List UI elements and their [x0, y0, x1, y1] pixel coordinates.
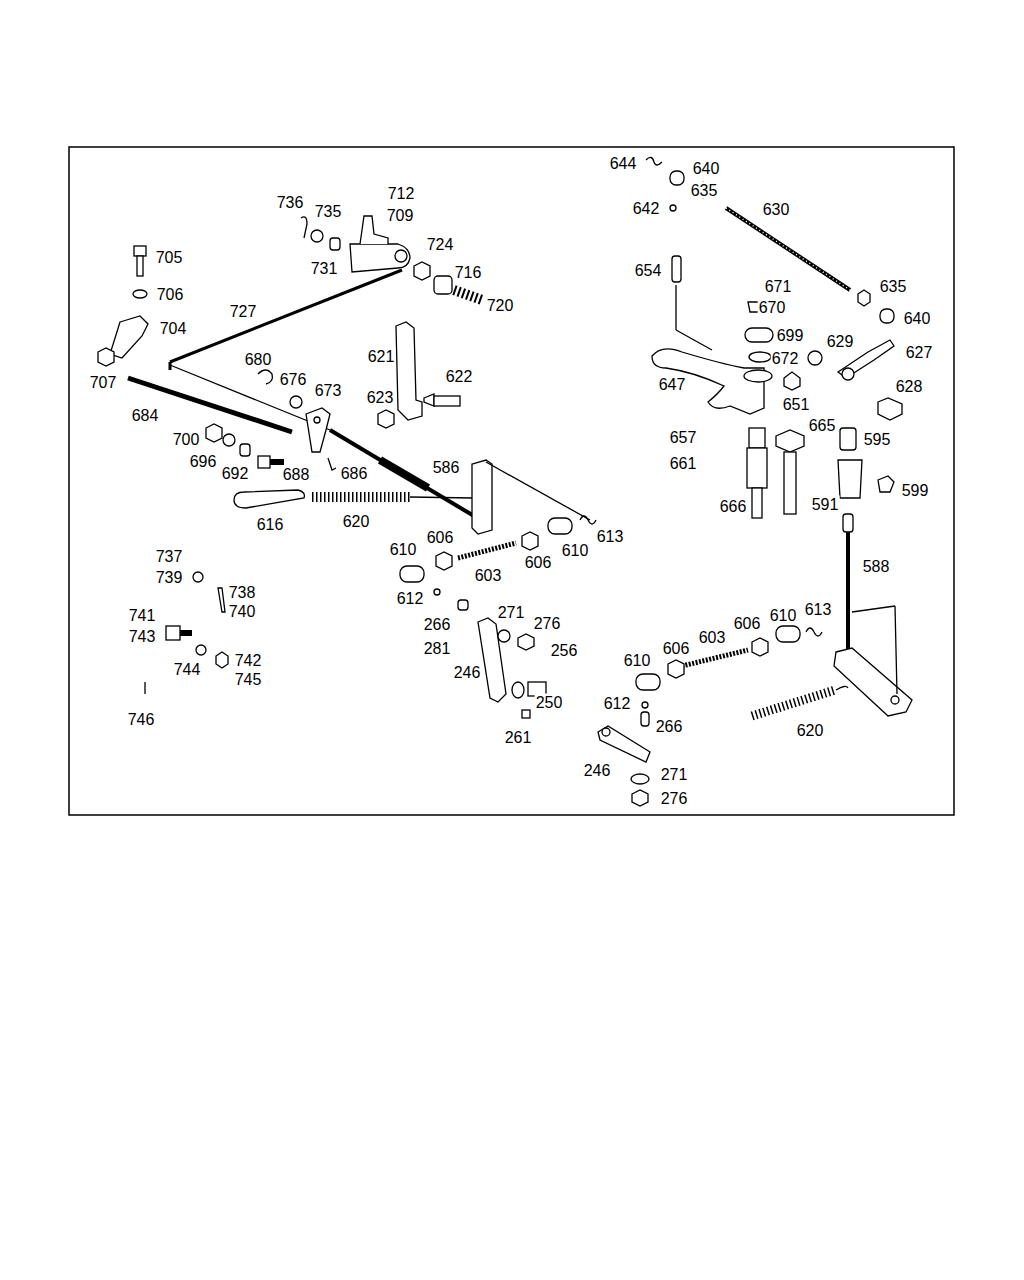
callout-number: 736 — [276, 194, 305, 211]
callout-number: 603 — [474, 567, 503, 584]
callout-number: 246 — [583, 762, 612, 779]
callout-number: 644 — [609, 155, 638, 172]
callout-number: 276 — [533, 615, 562, 632]
callout-number: 731 — [310, 260, 339, 277]
callout-number: 680 — [244, 351, 273, 368]
callout-number: 266 — [655, 718, 684, 735]
callout-number: 623 — [366, 389, 395, 406]
callout-number: 613 — [596, 528, 625, 545]
callout-number: 665 — [808, 417, 837, 434]
callout-number: 261 — [504, 729, 533, 746]
callout-number: 657 — [669, 429, 698, 446]
callout-number: 700 — [172, 431, 201, 448]
callout-number: 642 — [632, 200, 661, 217]
callout-number: 745 — [234, 671, 263, 688]
callout-number: 712 — [387, 185, 416, 202]
callout-number: 741 — [128, 607, 157, 624]
callout-number: 635 — [690, 182, 719, 199]
callout-number: 629 — [826, 333, 855, 350]
callout-number: 704 — [159, 320, 188, 337]
callout-number: 673 — [314, 382, 343, 399]
callout-number: 595 — [863, 431, 892, 448]
callout-number: 635 — [879, 278, 908, 295]
callout-number: 610 — [769, 607, 798, 624]
callout-number: 606 — [524, 554, 553, 571]
callout-number: 588 — [862, 558, 891, 575]
callout-number: 603 — [698, 629, 727, 646]
callout-number: 256 — [550, 642, 579, 659]
callout-number: 707 — [89, 374, 118, 391]
callout-number: 276 — [660, 790, 689, 807]
callout-number: 627 — [905, 344, 934, 361]
callout-number: 271 — [660, 766, 689, 783]
callout-number: 676 — [279, 371, 308, 388]
callout-number: 688 — [282, 466, 311, 483]
callout-number: 606 — [733, 615, 762, 632]
callout-number: 620 — [342, 513, 371, 530]
callout-number: 706 — [156, 286, 185, 303]
callout-number: 735 — [314, 203, 343, 220]
callout-number: 647 — [658, 376, 687, 393]
callout-number: 271 — [497, 604, 526, 621]
callout-number: 628 — [895, 378, 924, 395]
callout-number: 266 — [423, 616, 452, 633]
callout-number: 746 — [127, 711, 156, 728]
callout-number: 610 — [561, 542, 590, 559]
callout-number: 610 — [623, 652, 652, 669]
callout-number: 621 — [367, 348, 396, 365]
callout-number: 250 — [535, 694, 564, 711]
callout-number: 661 — [669, 455, 698, 472]
callout-number: 742 — [234, 652, 263, 669]
callout-number: 606 — [662, 640, 691, 657]
callout-number: 740 — [228, 603, 257, 620]
callout-number: 612 — [396, 590, 425, 607]
callout-number: 709 — [386, 207, 415, 224]
callout-number: 692 — [221, 465, 250, 482]
right-assembly — [598, 157, 912, 806]
callout-number: 727 — [229, 303, 258, 320]
callout-number: 739 — [155, 569, 184, 586]
callout-number: 666 — [719, 498, 748, 515]
callout-number: 670 — [758, 299, 787, 316]
callout-number: 640 — [903, 310, 932, 327]
callout-number: 737 — [155, 548, 184, 565]
callout-number: 612 — [603, 695, 632, 712]
callout-number: 630 — [762, 201, 791, 218]
callout-number: 591 — [811, 496, 840, 513]
callout-number: 246 — [453, 664, 482, 681]
callout-number: 622 — [445, 368, 474, 385]
callout-number: 651 — [782, 396, 811, 413]
callout-number: 744 — [173, 661, 202, 678]
callout-number: 696 — [189, 453, 218, 470]
callout-number: 684 — [131, 407, 160, 424]
callout-number: 705 — [155, 249, 184, 266]
callout-number: 686 — [340, 465, 369, 482]
callout-number: 716 — [454, 264, 483, 281]
callout-number: 620 — [796, 722, 825, 739]
callout-number: 606 — [426, 529, 455, 546]
left-assembly — [98, 216, 596, 718]
callout-number: 720 — [486, 297, 515, 314]
frame — [69, 147, 954, 815]
callout-number: 616 — [256, 516, 285, 533]
callout-number: 613 — [804, 601, 833, 618]
callout-number: 640 — [692, 160, 721, 177]
callout-number: 671 — [764, 278, 793, 295]
callout-number: 743 — [128, 628, 157, 645]
callout-number: 672 — [771, 350, 800, 367]
callout-number: 586 — [432, 459, 461, 476]
callout-number: 738 — [228, 584, 257, 601]
callout-number: 599 — [901, 482, 930, 499]
callout-number: 281 — [423, 640, 452, 657]
callout-number: 610 — [389, 541, 418, 558]
callout-number: 699 — [776, 327, 805, 344]
callout-number: 724 — [426, 236, 455, 253]
callout-number: 654 — [634, 262, 663, 279]
